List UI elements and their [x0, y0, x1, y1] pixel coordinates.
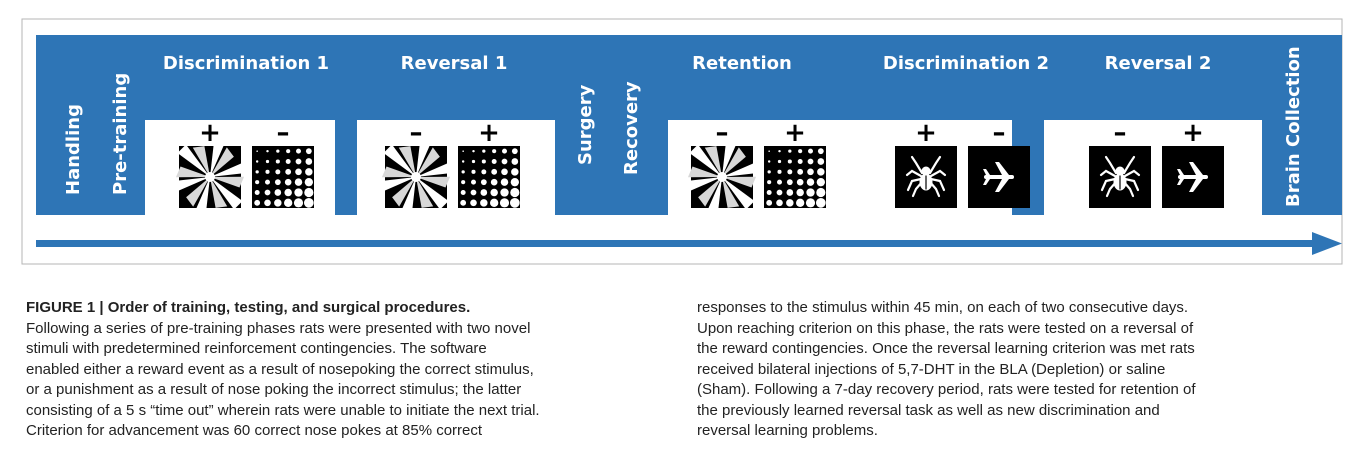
caption-line: stimuli with predetermined reinforcement… [26, 340, 487, 357]
stimulus-pair-discrimination-1: +– [169, 118, 314, 218]
phase-label-reversal-1: Reversal 1 [401, 53, 508, 74]
minus-sign: – [993, 118, 1006, 148]
plus-sign: + [199, 118, 221, 148]
caption-right-column: responses to the stimulus within 45 min,… [697, 298, 1337, 442]
caption-line: Following a series of pre-training phase… [26, 319, 531, 337]
spider-icon [1089, 146, 1151, 208]
caption-line: received bilateral injections of 5,7-DHT… [697, 360, 1166, 378]
caption-line: reversal learning problems. [697, 422, 878, 439]
phase-label-discrimination-1: Discrimination 1 [163, 53, 329, 74]
dot-grid-icon [252, 146, 314, 208]
spider-icon [895, 146, 957, 208]
phase-label-recovery: Recovery [621, 81, 642, 175]
caption-left-column: FIGURE 1 | Order of training, testing, a… [26, 298, 666, 442]
caption-line: (Sham). Following a 7-day recovery perio… [697, 381, 1196, 398]
minus-sign: – [1114, 118, 1127, 148]
stimulus-pair-reversal-2: –+ [1089, 118, 1224, 208]
phase-label-surgery: Surgery [575, 84, 596, 165]
caption-line: or a punishment as a result of nose poki… [26, 381, 522, 398]
phase-label-handling: Handling [63, 104, 84, 195]
stimulus-pair-retention: –+ [681, 118, 826, 218]
plus-sign: + [784, 118, 806, 148]
airplane-icon [968, 146, 1030, 208]
caption-line: the previously learned reversal task as … [697, 401, 1160, 419]
minus-sign: – [277, 118, 290, 148]
plus-sign: + [478, 118, 500, 148]
minus-sign: – [410, 118, 423, 148]
phase-label-reversal-2: Reversal 2 [1105, 53, 1212, 74]
dot-grid-icon [458, 146, 520, 208]
caption-line: Upon reaching criterion on this phase, t… [697, 319, 1194, 337]
phase-label-brain-collection: Brain Collection [1283, 46, 1304, 207]
plus-sign: + [1182, 118, 1204, 148]
caption-line: consisting of a 5 s “time out” wherein r… [26, 401, 540, 419]
minus-sign: – [716, 118, 729, 148]
dot-grid-icon [764, 146, 826, 208]
phase-label-pretraining: Pre-training [110, 73, 131, 195]
caption-title: FIGURE 1 | Order of training, testing, a… [26, 299, 471, 316]
timeline-figure: Handling Pre-training Surgery Recovery B… [21, 18, 1343, 265]
caption-line: Criterion for advancement was 60 correct… [26, 422, 483, 439]
phase-label-retention: Retention [692, 53, 792, 74]
timeline-arrow [36, 232, 1342, 255]
caption-line: the reward contingencies. Once the rever… [697, 340, 1195, 357]
airplane-icon [1162, 146, 1224, 208]
caption-line: enabled either a reward event as a resul… [26, 360, 534, 378]
stimulus-pair-reversal-1: –+ [375, 118, 520, 218]
phase-label-discrimination-2: Discrimination 2 [883, 53, 1049, 74]
star-pattern-icon [681, 136, 763, 218]
star-pattern-icon [169, 136, 251, 218]
stimulus-pair-discrimination-2: +– [895, 118, 1030, 208]
plus-sign: + [915, 118, 937, 148]
star-pattern-icon [375, 136, 457, 218]
caption-line: responses to the stimulus within 45 min,… [697, 299, 1189, 316]
